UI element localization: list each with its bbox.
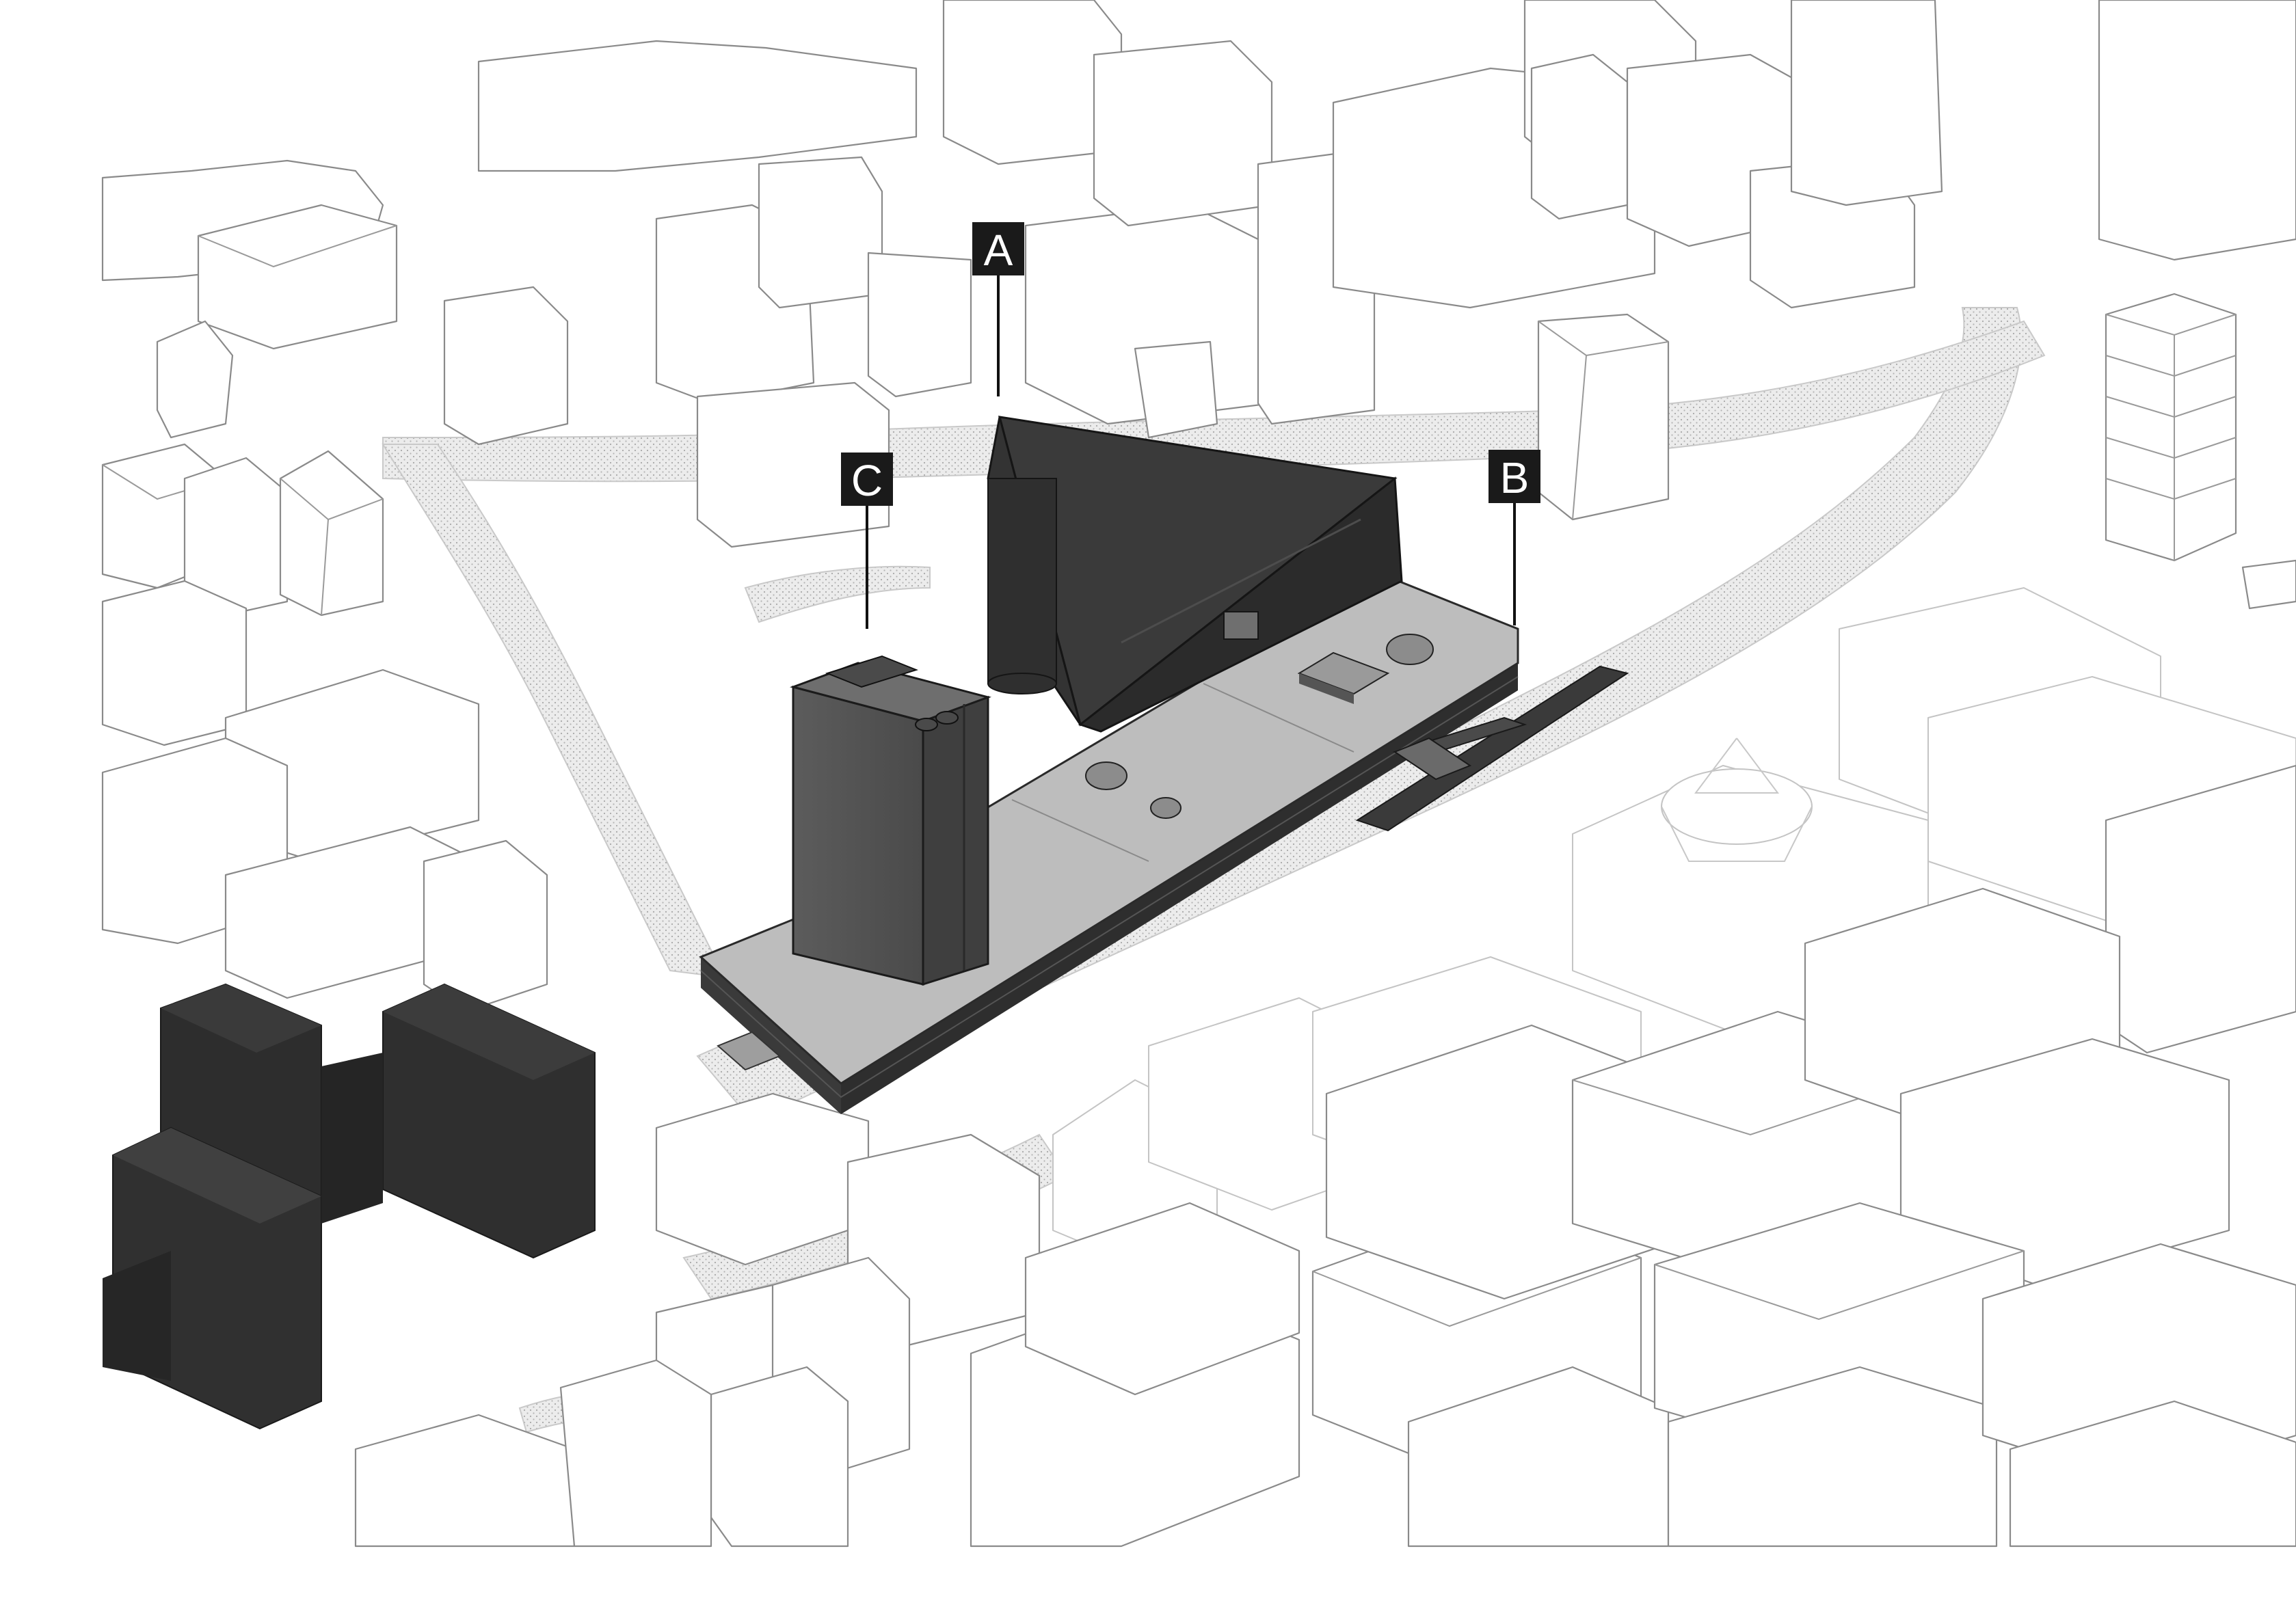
context-building — [423, 839, 548, 1013]
building-a-cylinder — [987, 478, 1057, 684]
roof-dome — [1386, 634, 1434, 665]
building-a-front-face — [1078, 476, 1403, 733]
dark-building-cluster — [103, 983, 596, 1430]
label-b: B — [1489, 450, 1540, 625]
label-a-text: A — [984, 226, 1013, 275]
context-building — [2241, 559, 2296, 610]
label-c-box — [841, 453, 893, 506]
context-building — [1667, 1366, 1998, 1548]
label-c-text: C — [851, 456, 883, 505]
context-building — [559, 1359, 712, 1548]
label-a-box — [972, 222, 1024, 275]
building-c-front-face — [792, 686, 924, 986]
label-c: C — [841, 453, 893, 629]
context-building — [156, 320, 234, 439]
context-building — [1024, 1202, 1300, 1396]
label-b-text: B — [1500, 453, 1530, 502]
building-c-side-face — [922, 695, 989, 986]
dark-link — [321, 1053, 383, 1224]
context-building — [1530, 53, 1629, 220]
context-building — [477, 40, 918, 172]
building-a-volume — [987, 416, 1403, 733]
context-building — [710, 1366, 849, 1548]
context-building — [1134, 340, 1218, 439]
context-building — [758, 156, 883, 309]
label-b-box — [1489, 450, 1540, 503]
context-building — [443, 286, 569, 446]
dark-tower-base — [103, 1251, 171, 1381]
left-alley — [744, 565, 931, 623]
context-building — [2009, 1400, 2296, 1548]
context-building — [279, 450, 384, 617]
entrance-ramp — [717, 1031, 781, 1071]
context-building — [197, 204, 398, 350]
building-c-tower — [790, 655, 991, 986]
roof-pavilion — [1297, 651, 1390, 695]
label-a: A — [972, 222, 1024, 396]
context-highrise — [2105, 293, 2237, 562]
context-building — [2098, 0, 2296, 261]
pedestrian-bridge — [1355, 665, 1629, 832]
roof-dome — [1150, 797, 1182, 819]
building-a-opening — [1223, 611, 1259, 640]
context-building — [1790, 0, 1943, 206]
roof-dome — [1085, 761, 1127, 790]
context-building — [1093, 40, 1273, 227]
context-building — [101, 580, 248, 746]
context-buildings — [101, 0, 2296, 1548]
context-building — [867, 252, 972, 398]
